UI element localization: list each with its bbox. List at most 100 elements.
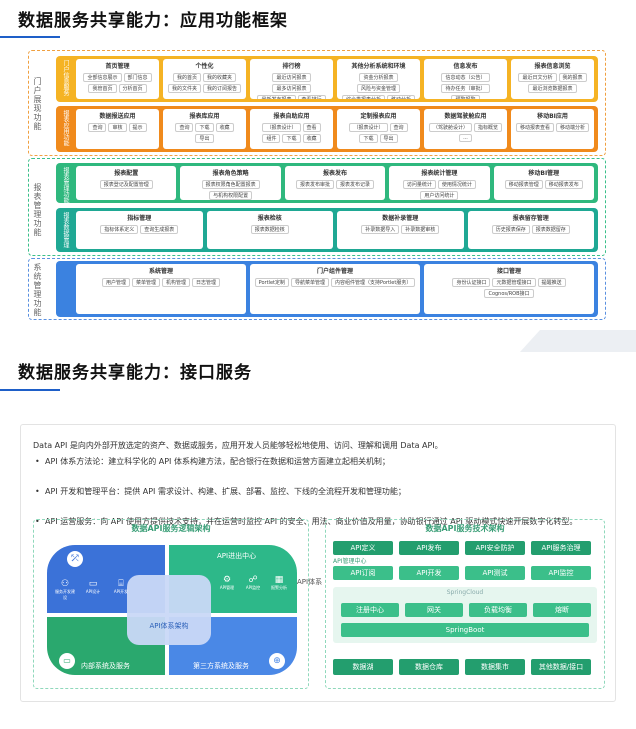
card-item: 指标体系定义 xyxy=(100,225,139,234)
card-item: 下载 xyxy=(195,123,214,132)
card-item: 报表权限角色配置报表 xyxy=(201,180,260,189)
card-title: 报表统计管理 xyxy=(421,170,458,177)
card-item: 资金分析报表 xyxy=(359,73,398,82)
card-item: 报表发布记录 xyxy=(335,180,374,189)
card-item: 信息动态（公告） xyxy=(441,73,490,82)
framework-card: 个性化我的首页我的收藏夹我的文件夹我的订阅报告 xyxy=(163,59,246,99)
card-item: 我的收藏夹 xyxy=(203,73,237,82)
data-source-item: 数据仓库 xyxy=(399,659,459,675)
band-label: 报表管理功能 xyxy=(62,167,69,203)
card-title: 首页管理 xyxy=(105,63,130,70)
data-source-item: 其他数据/接口 xyxy=(531,659,591,675)
card-item: 收藏 xyxy=(302,134,321,143)
card-item: 元数据管理接口 xyxy=(492,278,536,287)
card-item: 报表数据留存 xyxy=(531,225,570,234)
card-item: 日志管理 xyxy=(192,278,221,287)
tech-second-item: API开发 xyxy=(399,566,459,580)
section2-title: 数据服务共享能力：接口服务 xyxy=(18,363,252,383)
dev-build-icon: ⚇服务开发建设 xyxy=(55,579,75,600)
card-item: 我的报表 xyxy=(558,73,587,82)
card-item: 全部信息展示 xyxy=(83,73,122,82)
tech-arch-box xyxy=(325,519,605,689)
card-item: Cognos/ROB接口 xyxy=(484,289,534,298)
system-side-label: 系统管理功能 xyxy=(33,263,42,317)
logic-side-label: API体系 xyxy=(297,578,323,586)
card-item: 收藏 xyxy=(215,123,234,132)
card-title: 报表库应用 xyxy=(189,113,220,120)
framework-card: 门户组件管理 Portlet定制导航菜单管理内容组件管理（支持Portlet服务） xyxy=(250,264,420,314)
card-title: 系统管理 xyxy=(148,268,173,275)
card-item: 与机构权限配置 xyxy=(209,191,253,200)
report-mgmt-group xyxy=(28,158,606,256)
card-item: 部门信息 xyxy=(123,73,152,82)
tech-top-item: API安全防护 xyxy=(465,541,525,555)
app-framework-diagram: 门户展现功能 报表管理功能 系统管理功能 门户信息服务首页管理全部信息展示部门信… xyxy=(28,50,606,322)
api-dev-icon: ⌸API开发 xyxy=(113,579,129,594)
framework-card: 数据报送应用查询审核提示 xyxy=(76,109,159,149)
card-item: 我的订阅报告 xyxy=(203,84,242,93)
card-item: 查询 xyxy=(175,123,194,132)
framework-card: 定制报表应用（报表设计）查询下载导出 xyxy=(337,109,420,149)
card-item: 查看排行 xyxy=(297,95,326,99)
cloud-item: 网关 xyxy=(405,603,463,617)
tech-second-item: API订阅 xyxy=(333,566,393,580)
card-item: 我的首页 xyxy=(172,73,201,82)
card-item: 最多访问报表 xyxy=(272,84,311,93)
cloud-item: 注册中心 xyxy=(341,603,399,617)
card-item: 内容组件管理（支持Portlet服务） xyxy=(331,278,416,287)
card-item: 用户管理 xyxy=(101,278,130,287)
card-item: 使用情况统计 xyxy=(437,180,476,189)
data-source-item: 数据集市 xyxy=(465,659,525,675)
card-title: 个性化 xyxy=(195,63,214,70)
framework-card: 报表留存管理历史报表保存报表数据留存 xyxy=(467,211,594,249)
framework-card: 其他分析系统和环境资金分析报表风险与资金管理综合类报表分析移动分析 xyxy=(337,59,420,99)
card-title: 信息发布 xyxy=(453,63,478,70)
framework-card: 接口管理身份认证接口元数据管理接口提醒推送Cognos/ROB接口 xyxy=(424,264,594,314)
card-item: Portlet定制 xyxy=(254,278,289,287)
card-title: 报表留存管理 xyxy=(512,215,549,222)
card-title: 报表检核 xyxy=(257,215,282,222)
api-design-icon: ▭API设计 xyxy=(85,579,101,594)
logic-bl-label: 内部系统及服务 xyxy=(81,662,130,670)
framework-card: 报表角色策略报表权限角色配置报表与机构权限配置 xyxy=(180,166,281,200)
card-item: 我的文件夹 xyxy=(167,84,201,93)
api-intro: Data API 是向内外部开放选定的资产、数据或服务，应用开发人员能够轻松地使… xyxy=(33,441,443,450)
card-title: 接口管理 xyxy=(496,268,521,275)
card-item: 菜单管理 xyxy=(131,278,160,287)
card-item: 用户访问统计 xyxy=(420,191,459,200)
framework-card: 数据驾驶舱应用（驾驶舱设计）指标概览... xyxy=(424,109,507,149)
logic-tl-icons: ⚇服务开发建设 ▭API设计 ⌸API开发 xyxy=(55,579,155,601)
framework-band-3: 报表数据管理指标管理指标体系定义查询生成报表报表检核报表数据检核数据补录管理补录… xyxy=(56,208,598,252)
framework-band-2: 报表管理功能报表配置报表登记及配置管理报表角色策略报表权限角色配置报表与机构权限… xyxy=(56,163,598,203)
cloud-item: 负载均衡 xyxy=(469,603,527,617)
card-title: 指标管理 xyxy=(127,215,152,222)
card-item: 下载 xyxy=(282,134,301,143)
card-title: 排行榜 xyxy=(282,63,301,70)
card-item: 移动报表查看 xyxy=(515,123,554,132)
card-item: 最近访问报表 xyxy=(272,73,311,82)
card-title: 门户组件管理 xyxy=(316,268,353,275)
card-item: 身份认证接口 xyxy=(452,278,491,287)
card-item: （报表设计） xyxy=(262,123,301,132)
framework-card: 报表统计管理访问量统计使用情况统计用户访问统计 xyxy=(389,166,490,200)
api-content-box: Data API 是向内外部开放选定的资产、数据或服务，应用开发人员能够轻松地使… xyxy=(20,424,616,702)
tech-second-item: API监控 xyxy=(531,566,591,580)
card-title: 定制报表应用 xyxy=(360,113,397,120)
framework-card: 移动BI管理移动报表管理移动报表发布 xyxy=(493,166,594,200)
section1-underline xyxy=(0,36,60,38)
card-item: 移动端分析 xyxy=(556,123,590,132)
card-title: 报表角色策略 xyxy=(212,170,249,177)
card-item: 最近日文分析 xyxy=(518,73,557,82)
card-item: 报表登记及配置管理 xyxy=(99,180,153,189)
card-title: 报表信息浏览 xyxy=(534,63,571,70)
card-title: 数据报送应用 xyxy=(99,113,136,120)
framework-band-1: 报表应用功能数据报送应用查询审核提示报表库应用查询下载收藏导出报表自助应用（报表… xyxy=(56,106,598,152)
framework-band-0: 门户信息服务首页管理全部信息展示部门信息我管首页分析首页个性化我的首页我的收藏夹… xyxy=(56,56,598,102)
band-label: 门户信息服务 xyxy=(62,60,69,96)
monitor-icon: ▭ xyxy=(59,653,75,669)
card-item: 最近浏览数据报表 xyxy=(528,84,577,93)
framework-card: 移动BI应用移动报表查看移动端分析 xyxy=(511,109,594,149)
card-item: 导航菜单管理 xyxy=(290,278,329,287)
card-item: 补录数据审核 xyxy=(401,225,440,234)
